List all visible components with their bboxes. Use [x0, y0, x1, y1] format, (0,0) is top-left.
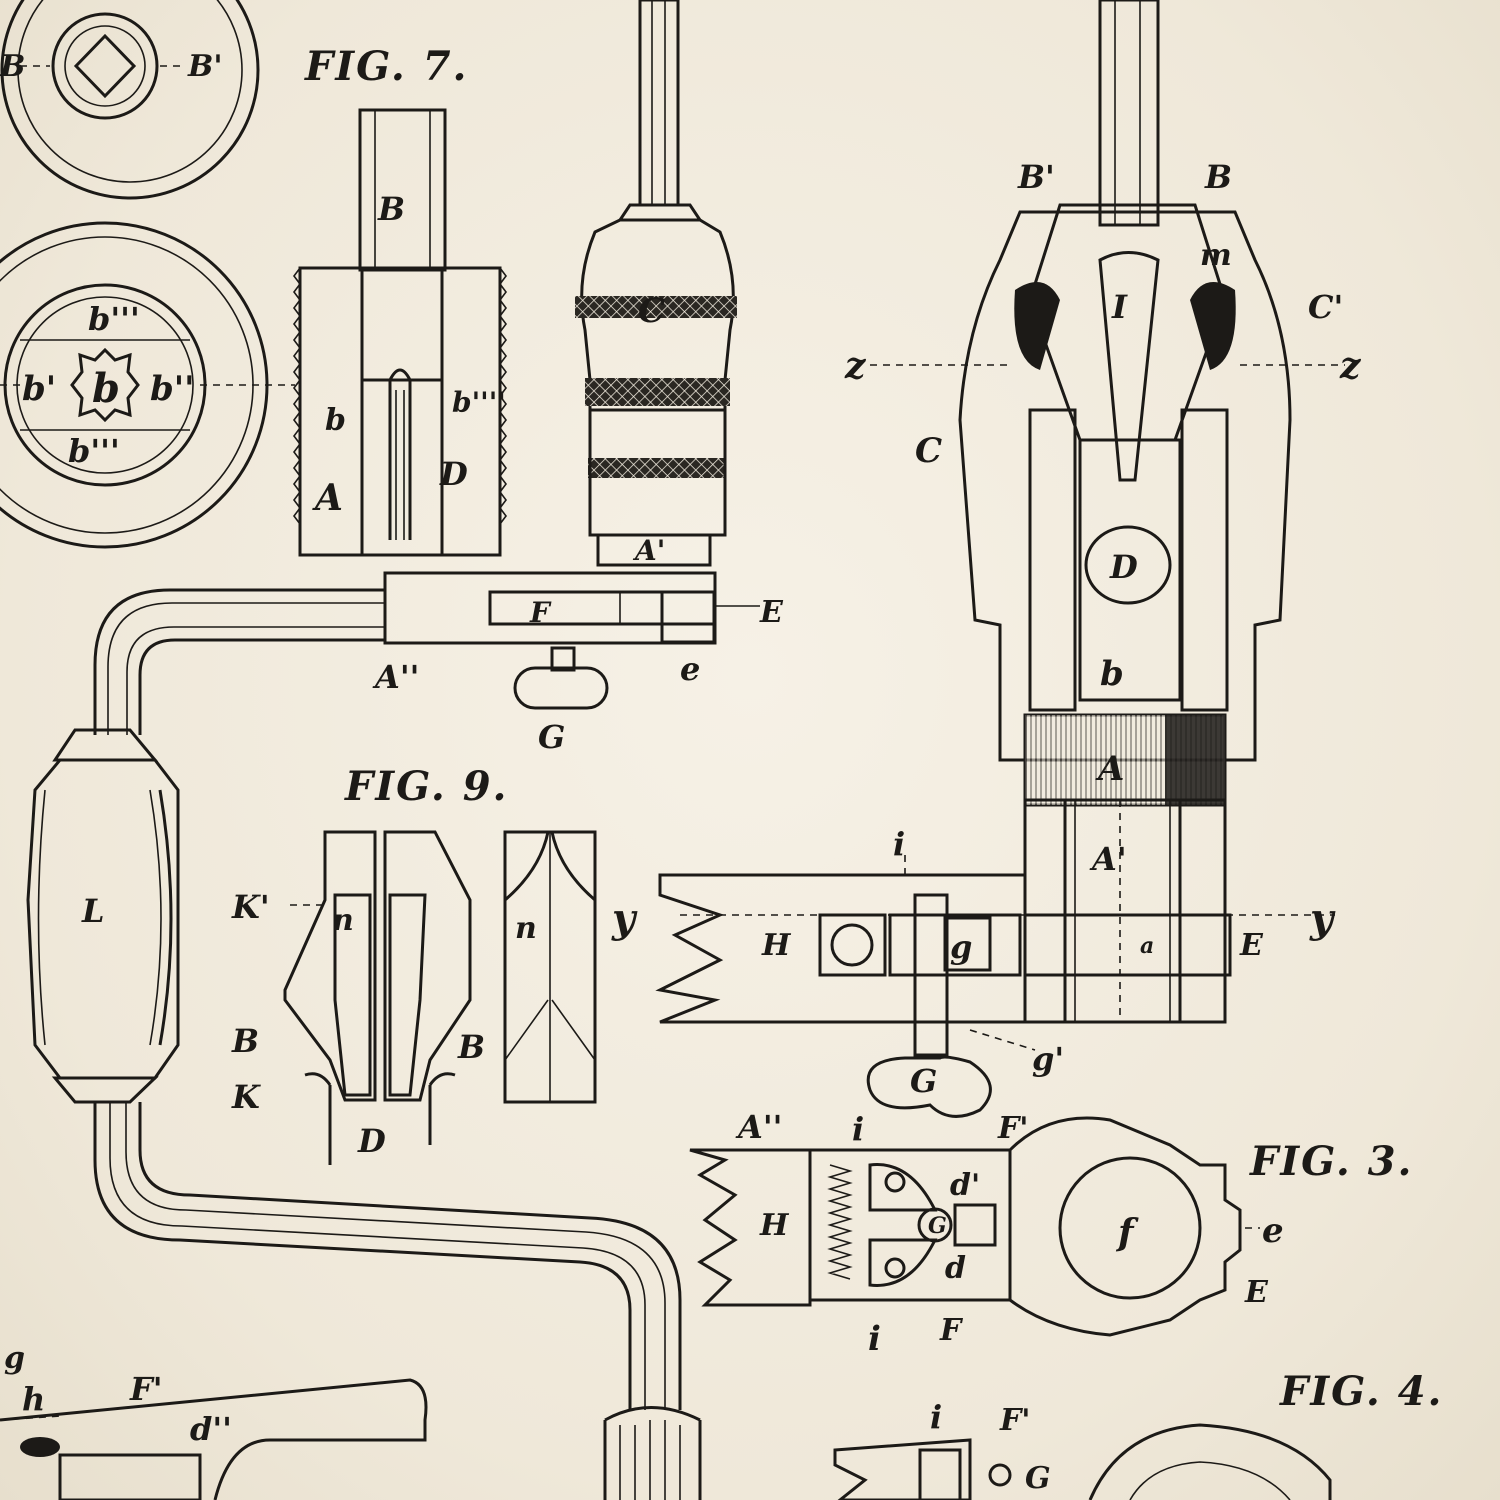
label-ring-b-bottom: b''' [68, 432, 120, 470]
label-fig9-B-left: B [231, 1022, 259, 1060]
fig-bottom-left-fragment [0, 1378, 428, 1500]
fig7-drawing [293, 108, 507, 557]
socket-ring-b [0, 221, 295, 549]
fig4-drawing [833, 1423, 1332, 1500]
main-section [655, 0, 1345, 1118]
label-main-b: b [1100, 654, 1124, 694]
brace-chuck [383, 0, 760, 710]
label-main-g: g [950, 928, 972, 966]
fig3-drawing [689, 1116, 1260, 1337]
label-brace-G: G [538, 718, 565, 756]
label-fig4-G: G [1025, 1461, 1051, 1496]
label-fig9-K: K [231, 1078, 261, 1116]
label-fig3-E: E [1244, 1275, 1269, 1310]
label-main-D: D [1109, 548, 1138, 586]
label-main-z-right: z [1339, 345, 1362, 387]
label-brace-F: F [529, 596, 552, 629]
label-main-A-prime: A' [1089, 840, 1127, 878]
label-fig9-D: D [357, 1122, 386, 1160]
label-main-E: E [1239, 928, 1264, 963]
label-ring-b-right: b'' [150, 369, 195, 409]
label-main-G: G [910, 1062, 937, 1100]
label-fig9-B-right: B [457, 1028, 485, 1066]
label-fig4-i: i [930, 1398, 942, 1436]
label-bl-g: g [4, 1341, 25, 1376]
label-fig3-e: e [1262, 1211, 1284, 1251]
label-fig3-G: G [928, 1213, 947, 1239]
label-fig3-A-dbl: A'' [735, 1108, 782, 1146]
label-main-g-prime: g' [1032, 1040, 1064, 1078]
label-handle-L: L [81, 892, 105, 930]
label-fig7-A: A [312, 477, 343, 519]
label-brace-A-dbl: A'' [372, 658, 419, 696]
label-chuck-C: C [638, 291, 665, 331]
label-main-y-right: y [1309, 895, 1336, 942]
label-fig7-D: D [439, 455, 468, 493]
label-fig3-d: d [945, 1251, 966, 1286]
label-fig7-B: B [377, 190, 405, 228]
fig9-drawing [283, 830, 597, 1165]
label-fig4-F-prime: F' [999, 1403, 1030, 1438]
label-fig7-b4: b'''' [452, 386, 506, 419]
label-ring-b-center: b [92, 365, 120, 412]
label-main-m: m [1200, 238, 1232, 273]
socket-ring-top [0, 0, 260, 200]
label-main-a: a [1140, 933, 1154, 959]
label-fig3-i-top: i [852, 1110, 864, 1148]
label-top-left-B-prime: B' [187, 49, 223, 84]
label-fig9-n-left: n [332, 903, 354, 938]
label-bl-F-prime: F' [129, 1370, 163, 1408]
label-main-C-prime: C' [1308, 288, 1343, 326]
fig7-title: FIG. 7. [304, 43, 468, 90]
label-fig3-F: F [939, 1313, 964, 1348]
label-fig3-H: H [759, 1208, 790, 1243]
fig4-title: FIG. 4. [1279, 1368, 1443, 1415]
label-main-i: i [893, 825, 905, 863]
fig9-title: FIG. 9. [344, 763, 508, 810]
label-brace-A-prime: A' [632, 534, 665, 567]
label-bl-d-dbl: d'' [190, 1410, 232, 1448]
fig3-title: FIG. 3. [1249, 1138, 1413, 1185]
label-brace-e: e [680, 650, 700, 688]
label-main-B-prime: B' [1017, 158, 1055, 196]
label-fig7-b: b [325, 403, 346, 438]
label-main-B: B [1204, 158, 1232, 196]
label-ring-b-left: b' [22, 369, 56, 409]
label-main-C: C [915, 431, 942, 471]
label-fig3-f: f [1115, 1212, 1139, 1254]
label-fig3-F-prime: F' [997, 1111, 1028, 1146]
label-main-y-left: y [611, 895, 638, 942]
label-main-A: A [1095, 749, 1124, 789]
label-ring-b-top: b''' [88, 300, 140, 338]
label-main-z-left: z [844, 345, 867, 387]
label-main-I: I [1111, 288, 1128, 326]
label-fig3-i-bottom: i [868, 1319, 881, 1359]
label-fig9-K-prime: K' [231, 888, 270, 926]
label-brace-E: E [759, 595, 784, 630]
label-top-left-B: B [0, 49, 25, 84]
label-fig3-d-prime: d' [950, 1168, 980, 1203]
label-main-H: H [761, 928, 792, 963]
brace-crank [26, 588, 702, 1500]
label-bl-h: h [22, 1380, 45, 1418]
label-fig9-n-right: n [515, 911, 537, 946]
